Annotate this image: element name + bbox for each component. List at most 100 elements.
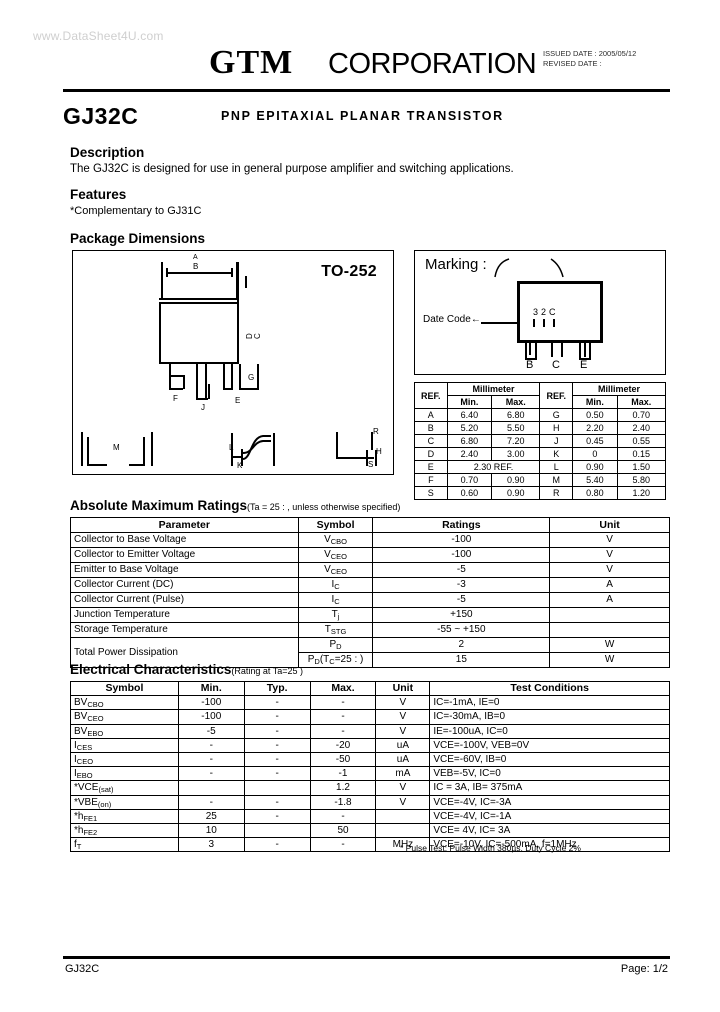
drawing-tick <box>231 268 233 277</box>
ele-symbol: *hFE2 <box>70 822 179 839</box>
table-header-row: Parameter Symbol Ratings Unit <box>70 517 670 533</box>
abs-parameter: Collector to Base Voltage <box>70 532 299 548</box>
ele-min: - <box>177 794 245 810</box>
ele-typ <box>243 780 311 796</box>
dim-label-h: H <box>376 447 382 456</box>
page-header: GTM CORPORATION ISSUED DATE : 2005/05/12… <box>63 44 673 88</box>
dimension-table: REF. Millimeter REF. Millimeter Min. Max… <box>414 382 667 500</box>
package-dimensions-heading: Package Dimensions <box>70 231 206 246</box>
electrical-characteristics-table: Symbol Min. Typ. Max. Unit Test Conditio… <box>70 680 670 853</box>
table-row: Collector Current (Pulse) IC -5 A <box>70 592 670 608</box>
drawing-line <box>231 433 233 466</box>
table-row: BVCEO -100 - - V IC=-30mA, IB=0 <box>70 709 670 725</box>
table-row: F 0.70 0.90 M 5.40 5.80 <box>414 473 667 487</box>
pin-lead <box>561 343 563 357</box>
dim-label-l: L <box>229 443 234 452</box>
abs-symbol: IC <box>297 592 374 608</box>
table-row: E 2.30 REF. L 0.90 1.50 <box>414 460 667 474</box>
ele-unit: V <box>375 723 431 739</box>
table-row: BVEBO -5 - - V IE=-100uA, IC=0 <box>70 723 670 739</box>
package-drawing-box: TO-252 B A C D G E F <box>72 250 394 475</box>
dim-header-min-left: Min. <box>446 395 493 409</box>
table-row: C 6.80 7.20 J 0.45 0.55 <box>414 434 667 448</box>
ele-header-max: Max. <box>309 680 377 697</box>
table-row: PD(TC=25 : ) 15 W <box>71 652 670 668</box>
abs-symbol: Tj <box>297 607 374 623</box>
ele-min: 25 <box>177 808 245 824</box>
title-row: GJ32C PNP EPITAXIAL PLANAR TRANSISTOR <box>63 103 670 131</box>
dim-max: 0.70 <box>616 408 667 422</box>
dim-ref: L <box>539 460 574 474</box>
table-row: Collector to Base Voltage VCBO -100 V <box>70 532 670 548</box>
drawing-line <box>159 362 239 364</box>
pin-lead <box>584 343 586 357</box>
abs-symbol: PD <box>297 637 374 653</box>
dim-header-mm-left: Millimeter <box>446 382 541 396</box>
abs-header-ratings: Ratings <box>372 517 551 533</box>
table-row: Junction Temperature Tj +150 <box>70 607 670 623</box>
marking-box: Marking : 32C Date Code← B C E <box>414 250 666 375</box>
table-row: BVCBO -100 - - V IC=-1mA, IE=0 <box>70 695 670 711</box>
drawing-line <box>257 364 259 389</box>
dim-ref: S <box>414 486 448 500</box>
table-row: *VBE(on) - - -1.8 V VCE=-4V, IC=-3A <box>70 794 670 810</box>
dim-ref: J <box>539 434 574 448</box>
dim-max: 6.80 <box>491 408 541 422</box>
abs-unit: V <box>549 547 670 563</box>
drawing-tick <box>166 268 168 277</box>
dim-min: 5.40 <box>572 473 618 487</box>
dim-label-f: F <box>173 394 178 403</box>
dim-min: 2.40 <box>446 447 493 461</box>
revised-date-line: REVISED DATE : <box>543 59 673 69</box>
ele-header-test-conditions: Test Conditions <box>429 680 670 697</box>
header-divider <box>63 89 670 92</box>
footer-part-number: GJ32C <box>65 963 100 975</box>
ele-min: - <box>177 737 245 753</box>
marking-chip-outline <box>517 281 603 343</box>
ele-typ: - <box>243 751 311 768</box>
features-item-0: *Complementary to GJ31C <box>70 205 202 217</box>
drawing-line <box>159 303 161 363</box>
dim-ref: E <box>414 460 448 474</box>
pin-lead <box>529 343 531 355</box>
drawing-lead <box>208 384 210 399</box>
dim-max: 0.55 <box>616 434 667 448</box>
abs-parameter: Collector Current (DC) <box>70 577 299 593</box>
drawing-line <box>233 456 243 458</box>
revised-date-value: : <box>599 59 602 68</box>
pin-lead <box>589 343 591 359</box>
ele-max: -20 <box>309 737 377 753</box>
ele-typ: - <box>243 794 311 810</box>
drawing-line <box>159 302 239 304</box>
drawing-line <box>81 432 83 466</box>
ele-symbol: BVCEO <box>70 709 179 725</box>
dim-min: 0 <box>572 447 618 461</box>
table-row: Storage Temperature TSTG -55 ~ +150 <box>70 622 670 638</box>
drawing-line <box>371 432 373 450</box>
electrical-heading: Electrical Characteristics <box>70 662 232 677</box>
dimension-line-b <box>166 272 232 274</box>
dim-label-b: B <box>193 262 199 271</box>
abs-symbol: IC <box>297 577 374 593</box>
drawing-tick <box>245 276 247 288</box>
dim-ref: R <box>539 486 574 500</box>
table-row: Emitter to Base Voltage VCEO -5 V <box>70 562 670 578</box>
dim-min: 0.60 <box>446 486 493 500</box>
ele-header-unit: Unit <box>375 680 431 697</box>
dim-max: 3.00 <box>491 447 541 461</box>
issued-date-value: : 2005/05/12 <box>594 49 637 58</box>
ele-header-typ: Typ. <box>243 680 311 697</box>
ele-test-conditions: IE=-100uA, IC=0 <box>429 723 670 739</box>
dim-max: 0.90 <box>491 473 541 487</box>
date-code-tick <box>533 319 535 327</box>
dim-label-g: G <box>248 373 255 382</box>
dim-max: 0.15 <box>616 447 667 461</box>
abs-symbol: VCEO <box>297 547 374 563</box>
lead-bend-curve <box>242 435 271 460</box>
dim-ref: H <box>539 421 574 435</box>
table-row: ICES - - -20 uA VCE=-100V, VEB=0V <box>70 737 670 753</box>
pin-label-b: B <box>526 359 534 371</box>
drawing-line <box>336 432 338 458</box>
drawing-line <box>239 364 241 389</box>
ele-symbol: fT <box>70 837 179 853</box>
